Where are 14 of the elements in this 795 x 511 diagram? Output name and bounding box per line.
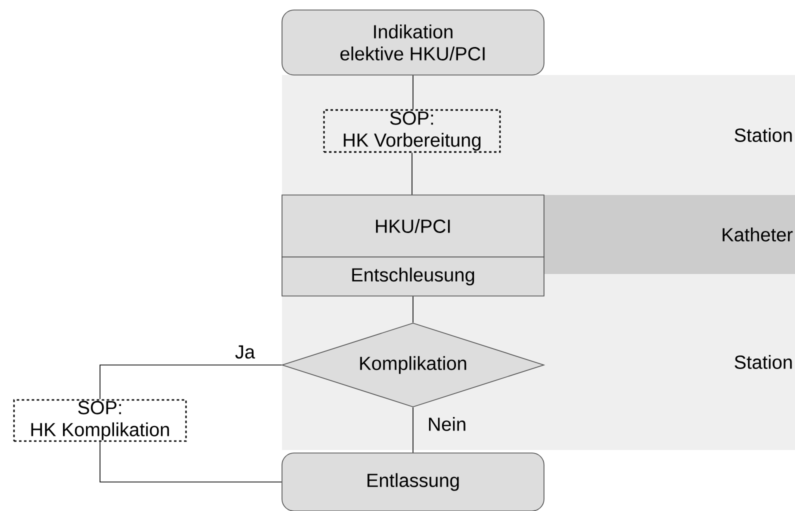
connector-line [100,441,282,482]
sop-box: SOP: HK Vorbereitung [323,109,501,153]
edge-label: Nein [426,416,468,432]
terminal-box: Indikation elektive HKU/PCI [282,10,544,76]
sop-box: SOP: HK Komplikation [13,399,187,442]
edge-label: Ja [234,344,256,360]
connector-line [412,296,414,323]
connector-line [412,407,414,453]
connector-line [412,75,414,110]
lane-band: Katheter [544,195,795,274]
process-box: HKU/PCI [282,194,544,258]
connector-line [100,364,282,400]
process-box: Entschleusung [282,256,544,296]
terminal-box: Entlassung [282,452,544,511]
